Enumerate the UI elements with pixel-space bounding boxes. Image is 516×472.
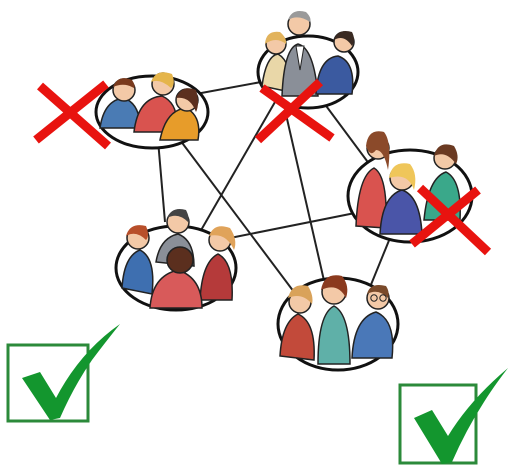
check-mark-icon (400, 368, 508, 464)
connection-line (200, 102, 275, 232)
check-mark-icon (8, 324, 120, 421)
person (318, 275, 350, 364)
group-left (116, 209, 236, 310)
connection-line (285, 110, 325, 285)
connection-line (368, 238, 390, 292)
group-top-left (96, 72, 208, 148)
connection-line (230, 212, 360, 238)
connection-line (158, 140, 165, 222)
group-bottom (278, 275, 398, 370)
